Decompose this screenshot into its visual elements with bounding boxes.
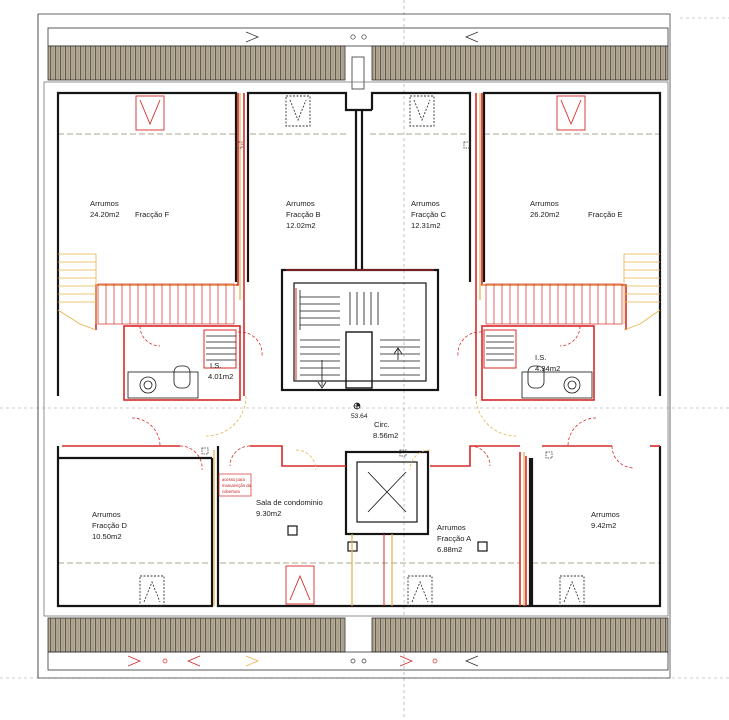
level-marker-icon <box>353 402 361 410</box>
is-right-area: 4.34m2 <box>535 364 560 373</box>
arrumos-c-unit: Fracção C <box>411 210 447 219</box>
arrumos-f-area: 24.20m2 <box>90 210 120 219</box>
roof-top-strip <box>47 27 669 90</box>
fraccao-e-label: Fracção E <box>588 210 623 219</box>
stair-treads <box>299 290 420 389</box>
right-stair-flight <box>623 253 661 331</box>
arrumos-d-unit: Fracção D <box>92 521 128 530</box>
arrumos-e-title: Arrumos <box>530 199 559 208</box>
left-stair-flight <box>57 253 97 331</box>
arrumos-c-area: 12.31m2 <box>411 221 441 230</box>
building-outline <box>43 81 669 617</box>
door-swings <box>131 325 635 471</box>
level-value: 53.64 <box>351 413 368 420</box>
left-stair <box>97 283 235 325</box>
arrumos-f-title: Arrumos <box>90 199 119 208</box>
is-left-title: I.S. <box>210 361 221 370</box>
arrumos-b-title: Arrumos <box>286 199 315 208</box>
is-left-area: 4.01m2 <box>208 372 233 381</box>
arrumos-a-area: 6.88m2 <box>437 545 462 554</box>
arrumos-d-area: 10.50m2 <box>92 532 122 541</box>
circ-area: 8.56m2 <box>373 431 398 440</box>
sala-area: 9.30m2 <box>256 509 281 518</box>
arrumos-right-bottom-title: Arrumos <box>591 510 620 519</box>
room-labels: Arrumos 24.20m2 Fracção F Arrumos Fracçã… <box>90 199 623 554</box>
arrumos-a-unit: Fracção A <box>437 534 472 543</box>
roof-bottom-strip <box>47 617 669 671</box>
acesso-note-box <box>218 473 252 497</box>
walls <box>56 91 662 608</box>
small-squares <box>201 141 553 459</box>
ceiling-height-lines <box>58 133 660 564</box>
bathroom-fixtures-left <box>127 335 236 399</box>
skylights-red <box>135 95 586 605</box>
sala-title: Sala de condominio <box>256 498 323 507</box>
bathroom-fixtures-right <box>486 335 593 399</box>
is-right-title: I.S. <box>535 353 546 362</box>
outer-frame <box>37 13 671 679</box>
arrumos-right-bottom-area: 9.42m2 <box>591 521 616 530</box>
arrumos-b-unit: Fracção B <box>286 210 321 219</box>
right-stair <box>485 283 623 325</box>
arrumos-b-area: 12.02m2 <box>286 221 316 230</box>
fraccao-f-label: Fracção F <box>135 210 170 219</box>
arrumos-a-title: Arrumos <box>437 523 466 532</box>
arrumos-e-area: 26.20m2 <box>530 210 560 219</box>
circ-title: Circ. <box>374 420 390 429</box>
door-swings-yellow <box>205 395 517 471</box>
arrumos-c-title: Arrumos <box>411 199 440 208</box>
acesso-note-line1: acesso para <box>222 477 245 482</box>
acesso-note-line3: cobertura <box>222 489 240 494</box>
arrumos-d-title: Arrumos <box>92 510 121 519</box>
acesso-note-line2: manutenção da <box>222 483 252 488</box>
yellow-lines <box>96 93 622 606</box>
skylights-dark <box>139 95 585 607</box>
